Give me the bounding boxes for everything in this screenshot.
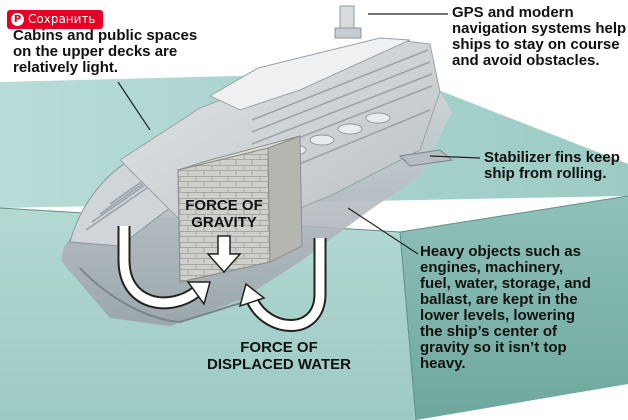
upper-deck (208, 37, 411, 111)
force-line: GRAVITY (191, 214, 257, 231)
callout-line: relatively light. (13, 59, 119, 76)
gravity-arrow (206, 235, 242, 274)
callout-line: the ship’s center of (420, 323, 557, 340)
callout-line: ballast, are kept in the (420, 291, 578, 308)
callout-line: engines, machinery, (420, 259, 564, 276)
force-line: FORCE OF (240, 339, 318, 356)
callout-line: heavy. (420, 355, 466, 372)
callout-line: gravity so it isn’t top (420, 339, 567, 356)
leader-lines (117, 13, 481, 255)
force-of-displaced-water-label: FORCE OF DISPLACED WATER (198, 339, 360, 373)
pinterest-icon: P (11, 13, 24, 26)
callout-line: Stabilizer fins keep (484, 149, 620, 166)
callout-line: and avoid obstacles. (452, 52, 600, 69)
water-side-face (400, 196, 628, 420)
force-line: DISPLACED WATER (207, 356, 351, 373)
callout-stabilizer: Stabilizer fins keep ship from rolling. (484, 150, 620, 182)
save-button-label: Сохранить (28, 12, 96, 26)
force-line: FORCE OF (185, 197, 263, 214)
callout-heavy-objects: Heavy objects such as engines, machinery… (420, 244, 591, 372)
callout-line: fuel, water, storage, and (420, 275, 591, 292)
cutaway-side (267, 135, 303, 263)
callout-cabins: Cabins and public spaces on the upper de… (13, 28, 197, 76)
callout-line: ships to stay on course (452, 36, 620, 53)
callout-line: lower levels, lowering (420, 307, 576, 324)
save-button[interactable]: P Сохранить (7, 10, 103, 29)
callout-line: Heavy objects such as (420, 243, 581, 260)
callout-gps: GPS and modern navigation systems help s… (452, 5, 626, 69)
callout-line: GPS and modern (452, 4, 574, 21)
callout-line: navigation systems help (452, 20, 627, 37)
callout-line: ship from rolling. (484, 165, 607, 182)
force-of-gravity-label: FORCE OF GRAVITY (178, 197, 270, 231)
stabilizer-fin (398, 149, 454, 167)
callout-line: Cabins and public spaces (13, 27, 198, 44)
callout-line: on the upper decks are (13, 43, 178, 60)
